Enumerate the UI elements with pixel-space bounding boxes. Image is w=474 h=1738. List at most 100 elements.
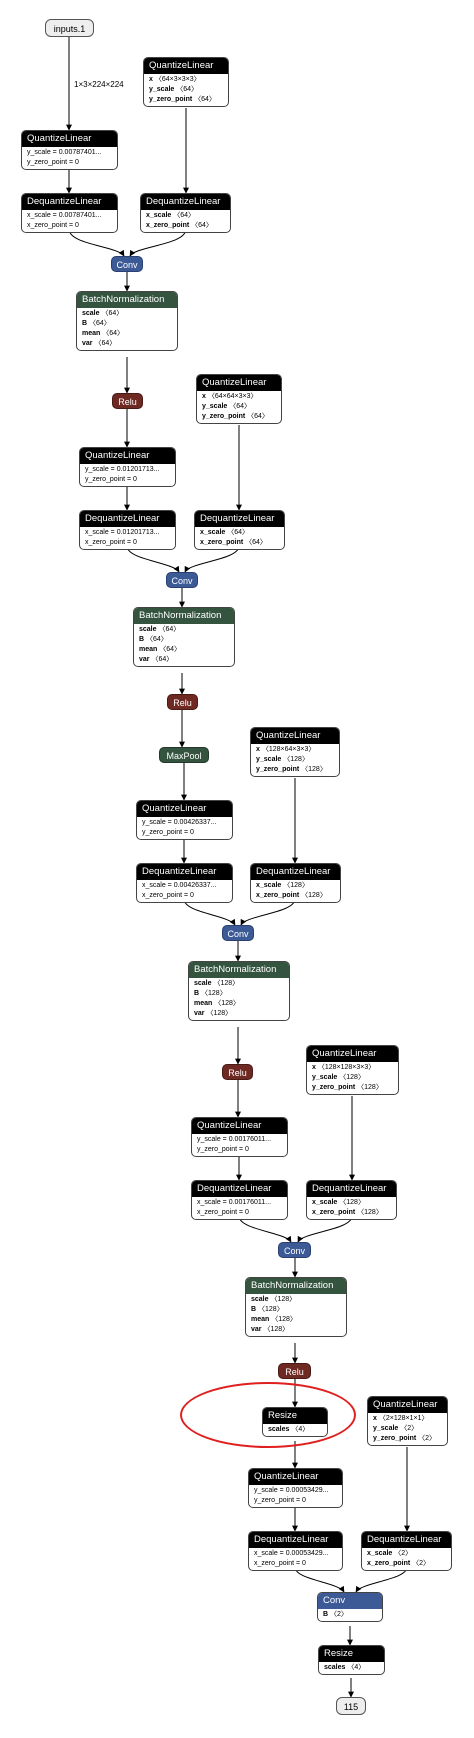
node-op-label: QuantizeLinear — [144, 58, 228, 74]
node-quantize-weight-5[interactable]: QuantizeLinear x 〈2×128×1×1〉 y_scale 〈2〉… — [367, 1396, 448, 1446]
attr-row: x 〈64×64×3×3〉 — [202, 393, 258, 400]
attr-row: x_zero_point 〈64〉 — [146, 222, 213, 229]
node-op-label: QuantizeLinear — [137, 801, 232, 817]
attr-row: y_zero_point 〈64〉 — [202, 413, 269, 420]
node-relu-4[interactable]: Relu — [278, 1363, 311, 1379]
node-quantize-input-5[interactable]: QuantizeLinear y_scale = 0.00053429... y… — [248, 1468, 343, 1508]
attr-row: x 〈64×3×3×3〉 — [149, 76, 201, 83]
node-op-label: DequantizeLinear — [192, 1181, 287, 1197]
attr-row: y_scale 〈2〉 — [373, 1425, 419, 1432]
node-op-label: QuantizeLinear — [80, 448, 175, 464]
edge-4 — [68, 228, 125, 257]
attr-row: y_zero_point 〈128〉 — [256, 766, 327, 773]
attr-row: y_scale 〈64〉 — [202, 403, 252, 410]
attr-row: x_scale 〈2〉 — [367, 1550, 413, 1557]
node-op-label: DequantizeLinear — [80, 511, 175, 527]
attr-row: B 〈64〉 — [139, 636, 168, 643]
node-op-label: BatchNormalization — [134, 608, 234, 624]
attr-row: B 〈128〉 — [251, 1306, 284, 1313]
attr-row: scale 〈64〉 — [82, 310, 124, 317]
attr-row: var 〈64〉 — [139, 656, 174, 663]
node-dequantize-weight-3[interactable]: DequantizeLinear x_scale 〈128〉 x_zero_po… — [250, 863, 341, 903]
graph-input-node[interactable]: inputs.1 — [45, 19, 94, 37]
node-dequantize-input-1[interactable]: DequantizeLinear x_scale = 0.00787401...… — [21, 193, 118, 233]
node-maxpool[interactable]: MaxPool — [159, 747, 209, 763]
attr-row: x_zero_point 〈2〉 — [367, 1560, 431, 1567]
attr-row: x_zero_point = 0 — [197, 1209, 249, 1216]
node-op-label: DequantizeLinear — [307, 1181, 396, 1197]
node-op-label: Conv — [318, 1593, 382, 1609]
node-dequantize-weight-1[interactable]: DequantizeLinear x_scale 〈64〉 x_zero_poi… — [140, 193, 231, 233]
attr-row: y_scale = 0.01201713... — [85, 466, 160, 473]
node-op-label: DequantizeLinear — [141, 194, 230, 210]
attr-row: y_zero_point 〈64〉 — [149, 96, 216, 103]
attr-row: x_zero_point 〈128〉 — [256, 892, 327, 899]
node-conv-2[interactable]: Conv — [166, 572, 198, 588]
node-op-label: QuantizeLinear — [192, 1118, 287, 1134]
node-quantize-input-2[interactable]: QuantizeLinear y_scale = 0.01201713... y… — [79, 447, 176, 487]
node-op-label: QuantizeLinear — [251, 728, 339, 744]
node-relu-3[interactable]: Relu — [222, 1064, 253, 1080]
node-quantize-input-3[interactable]: QuantizeLinear y_scale = 0.00426337... y… — [136, 800, 233, 840]
node-dequantize-weight-2[interactable]: DequantizeLinear x_scale 〈64〉 x_zero_poi… — [194, 510, 285, 550]
node-op-label: QuantizeLinear — [197, 375, 281, 391]
node-relu-2[interactable]: Relu — [167, 694, 198, 710]
node-batchnorm-3[interactable]: BatchNormalization scale 〈128〉 B 〈128〉 m… — [188, 961, 290, 1021]
node-op-label: DequantizeLinear — [251, 864, 340, 880]
attr-row: x_scale 〈128〉 — [312, 1199, 365, 1206]
node-dequantize-input-3[interactable]: DequantizeLinear x_scale = 0.00426337...… — [136, 863, 233, 903]
attr-row: y_scale = 0.00426337... — [142, 819, 217, 826]
attr-row: x_scale 〈64〉 — [146, 212, 196, 219]
attr-row: y_zero_point 〈2〉 — [373, 1435, 437, 1442]
node-resize-2[interactable]: Resize scales 〈4〉 — [318, 1645, 385, 1675]
attr-row: scale 〈128〉 — [251, 1296, 297, 1303]
attr-row: B 〈2〉 — [323, 1611, 348, 1618]
attr-row: x_scale 〈64〉 — [200, 529, 250, 536]
attr-row: x_scale = 0.01201713... — [85, 529, 160, 536]
attr-row: x 〈128×64×3×3〉 — [256, 746, 316, 753]
node-op-label: BatchNormalization — [246, 1278, 346, 1294]
node-op-label: DequantizeLinear — [22, 194, 117, 210]
attr-row: B 〈64〉 — [82, 320, 111, 327]
node-dequantize-input-2[interactable]: DequantizeLinear x_scale = 0.01201713...… — [79, 510, 176, 550]
attr-row: y_scale 〈64〉 — [149, 86, 199, 93]
attr-row: x_scale = 0.00176011... — [197, 1199, 272, 1206]
node-dequantize-input-5[interactable]: DequantizeLinear x_scale = 0.00053429...… — [248, 1531, 343, 1571]
node-conv-4[interactable]: Conv — [278, 1242, 311, 1258]
node-relu-1[interactable]: Relu — [112, 393, 143, 409]
attr-row: y_scale = 0.00053429... — [254, 1487, 329, 1494]
node-dequantize-input-4[interactable]: DequantizeLinear x_scale = 0.00176011...… — [191, 1180, 288, 1220]
attr-row: x_zero_point = 0 — [254, 1560, 306, 1567]
node-quantize-input-1[interactable]: QuantizeLinear y_scale = 0.00787401... y… — [21, 130, 118, 170]
node-quantize-weight-4[interactable]: QuantizeLinear x 〈128×128×3×3〉 y_scale 〈… — [306, 1045, 399, 1095]
attr-row: mean 〈64〉 — [139, 646, 182, 653]
attr-row: y_zero_point = 0 — [254, 1497, 306, 1504]
attr-row: x 〈128×128×3×3〉 — [312, 1064, 376, 1071]
node-conv-5[interactable]: Conv B 〈2〉 — [317, 1592, 383, 1622]
attr-row: y_zero_point = 0 — [85, 476, 137, 483]
edge-5 — [129, 228, 187, 257]
attr-row: scale 〈64〉 — [139, 626, 181, 633]
graph-output-node[interactable]: 115 — [336, 1697, 366, 1715]
attr-row: scales 〈4〉 — [324, 1664, 366, 1671]
node-op-label: BatchNormalization — [189, 962, 289, 978]
attr-row: x_zero_point 〈64〉 — [200, 539, 267, 546]
attr-row: x_zero_point = 0 — [142, 892, 194, 899]
node-batchnorm-1[interactable]: BatchNormalization scale 〈64〉 B 〈64〉 mea… — [76, 291, 178, 351]
node-conv-1[interactable]: Conv — [111, 256, 143, 272]
node-batchnorm-4[interactable]: BatchNormalization scale 〈128〉 B 〈128〉 m… — [245, 1277, 347, 1337]
node-quantize-weight-3[interactable]: QuantizeLinear x 〈128×64×3×3〉 y_scale 〈1… — [250, 727, 340, 777]
node-quantize-input-4[interactable]: QuantizeLinear y_scale = 0.00176011... y… — [191, 1117, 288, 1157]
node-dequantize-weight-4[interactable]: DequantizeLinear x_scale 〈128〉 x_zero_po… — [306, 1180, 397, 1220]
attr-row: x_zero_point 〈128〉 — [312, 1209, 383, 1216]
node-quantize-weight-1[interactable]: QuantizeLinear x 〈64×3×3×3〉 y_scale 〈64〉… — [143, 57, 229, 107]
node-conv-3[interactable]: Conv — [222, 925, 254, 941]
attr-row: y_scale = 0.00787401... — [27, 149, 102, 156]
node-dequantize-weight-5[interactable]: DequantizeLinear x_scale 〈2〉 x_zero_poin… — [361, 1531, 452, 1571]
node-op-label: DequantizeLinear — [249, 1532, 342, 1548]
attr-row: mean 〈128〉 — [194, 1000, 240, 1007]
highlight-ellipse — [180, 1382, 356, 1448]
attr-row: var 〈128〉 — [194, 1010, 233, 1017]
node-quantize-weight-2[interactable]: QuantizeLinear x 〈64×64×3×3〉 y_scale 〈64… — [196, 374, 282, 424]
node-batchnorm-2[interactable]: BatchNormalization scale 〈64〉 B 〈64〉 mea… — [133, 607, 235, 667]
